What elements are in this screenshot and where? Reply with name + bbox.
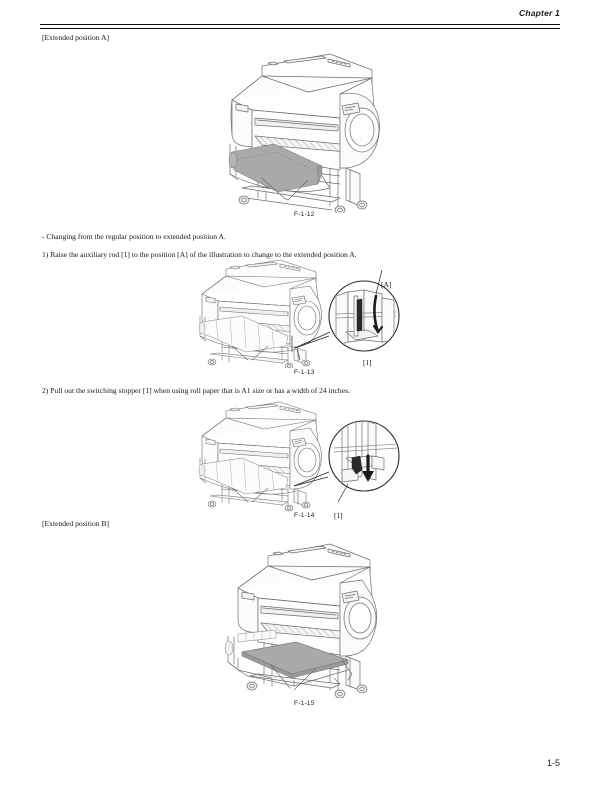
- figure-caption-1-12: F-1-12: [294, 211, 315, 218]
- chapter-label: Chapter 1: [518, 8, 560, 18]
- step-2-text: 2) Pull out the switching stopper [1] wh…: [42, 386, 350, 395]
- figure-caption-1-15: F-1-15: [294, 700, 315, 707]
- extended-position-b-heading: [Extended position B]: [42, 519, 110, 528]
- figure-1-13-callout-a: [A]: [381, 280, 392, 289]
- figure-1-13: [196, 256, 408, 368]
- step-1-text: 1) Raise the auxiliary rod [1] to the po…: [42, 250, 357, 259]
- changing-position-note: - Changing from the regular position to …: [42, 232, 226, 241]
- figure-1-12: [222, 48, 392, 213]
- figure-1-15: [224, 538, 404, 698]
- figure-caption-1-14: F-1-14: [294, 512, 315, 519]
- page-header: Chapter 1: [40, 8, 560, 32]
- figure-1-14-callout-1: [1]: [334, 511, 343, 520]
- extended-position-a-heading: [Extended position A]: [42, 33, 110, 42]
- figure-caption-1-13: F-1-13: [294, 369, 315, 376]
- figure-1-14: [196, 398, 408, 514]
- header-rule: [40, 24, 560, 29]
- figure-1-13-callout-1: [1]: [363, 358, 372, 367]
- page-number: 1-5: [546, 758, 560, 768]
